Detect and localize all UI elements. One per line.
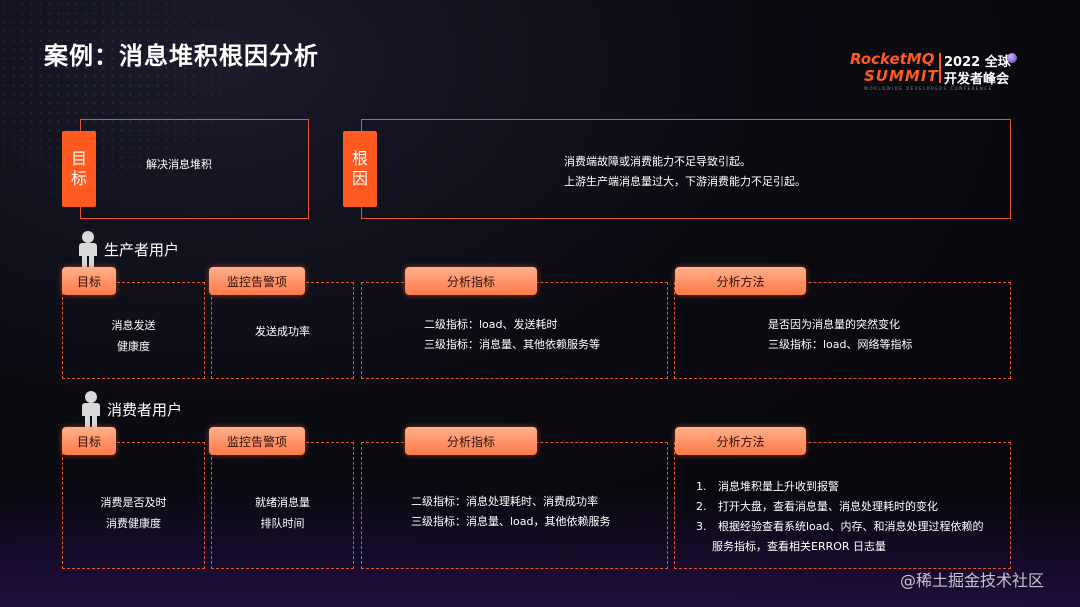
consumer-alert-line-2: 排队时间	[260, 517, 305, 530]
consumer-method-item-3-continuation: 服务指标，查看相关ERROR 日志量	[712, 540, 887, 553]
producer-method-text: 是否因为消息量的突然变化 三级指标：load、网络等指标	[768, 315, 913, 355]
watermark: @稀土掘金技术社区	[900, 571, 1045, 590]
consumer-method-cell	[674, 442, 1011, 569]
producer-goal-cell	[62, 282, 205, 379]
consumer-header: 消费者用户	[79, 391, 182, 427]
consumer-method-item-3: 3.根据经验查看系统load、内存、和消息处理过程依赖的	[696, 520, 984, 533]
logo-divider	[939, 53, 941, 83]
producer-label: 生产者用户	[104, 240, 180, 259]
goal-tag: 目 标	[62, 131, 96, 207]
cause-tag-line2: 因	[351, 169, 368, 188]
logo-summit: SUMMIT	[864, 67, 939, 85]
logo-year: 2022 全球	[944, 55, 1011, 70]
producer-metrics-line-1: 二级指标：load、发送耗时	[424, 318, 558, 331]
producer-metrics-pill: 分析指标	[405, 267, 537, 295]
planet-icon	[1007, 53, 1017, 63]
producer-goal-line-2: 健康度	[117, 340, 150, 353]
consumer-method-item-2: 2.打开大盘，查看消息量、消息处理耗时的变化	[696, 500, 938, 513]
consumer-goal-line-1: 消费是否及时	[100, 496, 167, 509]
consumer-method-item-1: 1.消息堆积量上升收到报警	[696, 480, 839, 493]
producer-header: 生产者用户	[76, 231, 179, 267]
producer-method-line-2: 三级指标：load、网络等指标	[768, 338, 913, 351]
consumer-goal-cell	[62, 442, 205, 569]
producer-method-line-1: 是否因为消息量的突然变化	[768, 318, 900, 331]
producer-alert-text: 发送成功率	[211, 321, 354, 342]
producer-alert-pill: 监控告警项	[209, 267, 305, 295]
consumer-goal-text: 消费是否及时 消费健康度	[62, 492, 205, 534]
consumer-goal-pill: 目标	[62, 427, 116, 455]
cause-tag-line1: 根	[351, 149, 368, 168]
consumer-metrics-line-2: 三级指标：消息量、load，其他依赖服务	[411, 515, 611, 528]
producer-goal-text: 消息发送 健康度	[62, 315, 205, 357]
consumer-method-pill: 分析方法	[675, 427, 806, 455]
cause-tag: 根 因	[343, 131, 377, 207]
consumer-metrics-text: 二级指标：消息处理耗时、消费成功率 三级指标：消息量、load，其他依赖服务	[411, 492, 611, 532]
logo-brand: RocketMQ	[850, 50, 935, 68]
producer-metrics-line-2: 三级指标：消息量、其他依赖服务等	[424, 338, 600, 351]
rocketmq-summit-logo: RocketMQ SUMMIT 2022 全球 开发者峰会 WORLDWIDE …	[850, 50, 1020, 94]
consumer-method-list: 1.消息堆积量上升收到报警 2.打开大盘，查看消息量、消息处理耗时的变化 3.根…	[696, 477, 984, 557]
cause-text: 消费端故障或消费能力不足导致引起。 上游生产端消息量过大，下游消费能力不足引起。	[564, 152, 806, 192]
goal-text: 解决消息堆积	[146, 158, 212, 171]
producer-method-cell	[674, 282, 1011, 379]
consumer-alert-pill: 监控告警项	[209, 427, 305, 455]
producer-goal-line-1: 消息发送	[111, 319, 156, 332]
cause-line-2: 上游生产端消息量过大，下游消费能力不足引起。	[564, 175, 806, 188]
consumer-label: 消费者用户	[107, 400, 183, 419]
goal-tag-line1: 目	[70, 149, 87, 168]
logo-subtitle: WORLDWIDE DEVELOPERS CONFERENCE	[864, 86, 993, 91]
consumer-alert-line-1: 就绪消息量	[255, 496, 310, 509]
person-icon	[76, 231, 100, 267]
producer-metrics-text: 二级指标：load、发送耗时 三级指标：消息量、其他依赖服务等	[424, 315, 600, 355]
slide-title: 案例：消息堆积根因分析	[44, 42, 319, 70]
person-icon	[79, 391, 103, 427]
producer-alert-line-1: 发送成功率	[255, 325, 310, 338]
producer-method-pill: 分析方法	[675, 267, 806, 295]
logo-event: 开发者峰会	[944, 72, 1010, 87]
consumer-alert-text: 就绪消息量 排队时间	[211, 492, 354, 534]
producer-goal-pill: 目标	[62, 267, 116, 295]
consumer-goal-line-2: 消费健康度	[106, 517, 161, 530]
cause-line-1: 消费端故障或消费能力不足导致引起。	[564, 155, 751, 168]
consumer-metrics-pill: 分析指标	[405, 427, 537, 455]
consumer-metrics-line-1: 二级指标：消息处理耗时、消费成功率	[411, 495, 598, 508]
goal-tag-line2: 标	[70, 169, 87, 188]
